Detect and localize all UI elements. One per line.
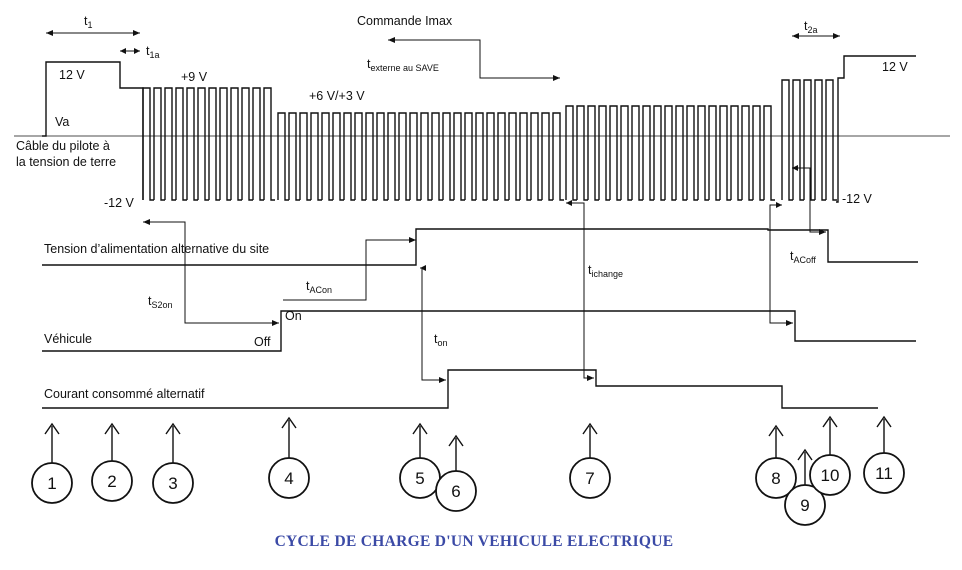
pilot-signal-end xyxy=(836,55,916,203)
event-number-1: 1 xyxy=(47,474,56,493)
tacoff-label: tACoff xyxy=(790,249,816,265)
event-marker-11 xyxy=(863,452,905,494)
tacoff-right-arrow xyxy=(792,167,826,233)
pwm-pulse-train xyxy=(142,79,837,201)
event-arrowhead-1 xyxy=(44,422,60,435)
event-arrowhead-3 xyxy=(165,422,181,435)
event-marker-10 xyxy=(809,454,851,496)
event-marker-4 xyxy=(268,457,310,499)
pilot-cable-label-line2: la tension de terre xyxy=(16,155,116,169)
supply-voltage-label: Tension d’alimentation alternative du si… xyxy=(44,242,269,256)
arrowheads xyxy=(46,30,840,383)
ac-current-trace xyxy=(42,369,878,409)
9v-label: +9 V xyxy=(181,70,208,84)
t1-label: t1 xyxy=(84,14,93,30)
event-arrowhead-2 xyxy=(104,422,120,435)
t1a-label: t1a xyxy=(146,44,160,60)
event-arrowhead-7 xyxy=(582,422,598,435)
pilot-cable-label-line1: Câble du pilote à xyxy=(16,139,110,153)
event-number-3: 3 xyxy=(168,474,177,493)
vehicle-s2-trace xyxy=(42,310,916,352)
12v-left-label: 12 V xyxy=(59,68,85,82)
event-marker-2 xyxy=(91,460,133,502)
commande-imax-label: Commande Imax xyxy=(357,14,453,28)
text-arrow xyxy=(388,39,560,79)
va-label: Va xyxy=(55,115,69,129)
off-label: Off xyxy=(254,335,271,349)
tichange-label: tichange xyxy=(588,263,623,279)
pilot-signal-start xyxy=(42,61,144,200)
labels: t1 t1a Commande Imax texterne au SAVE t2… xyxy=(16,14,908,401)
tacoff-left-arrow xyxy=(769,204,793,324)
12v-right-label: 12 V xyxy=(882,60,908,74)
event-arrowhead-6 xyxy=(448,434,464,447)
vehicle-label: Véhicule xyxy=(44,332,92,346)
diagram-caption: CYCLE DE CHARGE D'UN VEHICULE ELECTRIQUE xyxy=(275,533,674,550)
ts2on-label: tS2on xyxy=(148,294,173,310)
event-number-9: 9 xyxy=(800,496,809,515)
tacon-arrow xyxy=(283,239,416,301)
supply-voltage-trace xyxy=(42,228,918,266)
event-marker-1 xyxy=(31,462,73,504)
event-arrowhead-9 xyxy=(797,448,813,461)
event-arrowhead-11 xyxy=(876,415,892,428)
event-number-5: 5 xyxy=(415,469,424,488)
event-number-6: 6 xyxy=(451,482,460,501)
ton-arrow xyxy=(420,267,446,381)
ac-current-label: Courant consommé alternatif xyxy=(44,387,205,401)
event-arrowhead-10 xyxy=(822,415,838,428)
t2a-label: t2a xyxy=(804,19,818,35)
text-label: texterne au SAVE xyxy=(367,57,439,73)
event-number-8: 8 xyxy=(771,469,780,488)
minus12v-left-label: -12 V xyxy=(104,196,135,210)
event-marker-3 xyxy=(152,462,194,504)
pwm-pulses xyxy=(142,79,837,201)
ton-label: ton xyxy=(434,332,448,348)
event-marker-7 xyxy=(569,457,611,499)
event-number-11: 11 xyxy=(875,464,893,483)
event-marker-9 xyxy=(784,484,826,526)
event-number-4: 4 xyxy=(284,469,293,488)
event-number-7: 7 xyxy=(585,469,594,488)
event-circles: 1 2 3 4 5 6 7 8 9 10 11 xyxy=(31,452,905,526)
ts2on-arrow xyxy=(143,221,279,324)
tacon-label: tACon xyxy=(306,279,332,295)
event-number-10: 10 xyxy=(821,466,840,485)
event-number-2: 2 xyxy=(107,472,116,491)
event-marker-6 xyxy=(435,470,477,512)
on-label: On xyxy=(285,309,302,323)
event-marker-8 xyxy=(755,457,797,499)
event-arrows xyxy=(44,415,892,485)
minus12v-right-label: -12 V xyxy=(842,192,873,206)
event-arrowhead-5 xyxy=(412,422,428,435)
event-arrowhead-4 xyxy=(281,416,297,429)
event-arrowhead-8 xyxy=(768,424,784,437)
6v-3v-label: +6 V/+3 V xyxy=(309,89,365,103)
